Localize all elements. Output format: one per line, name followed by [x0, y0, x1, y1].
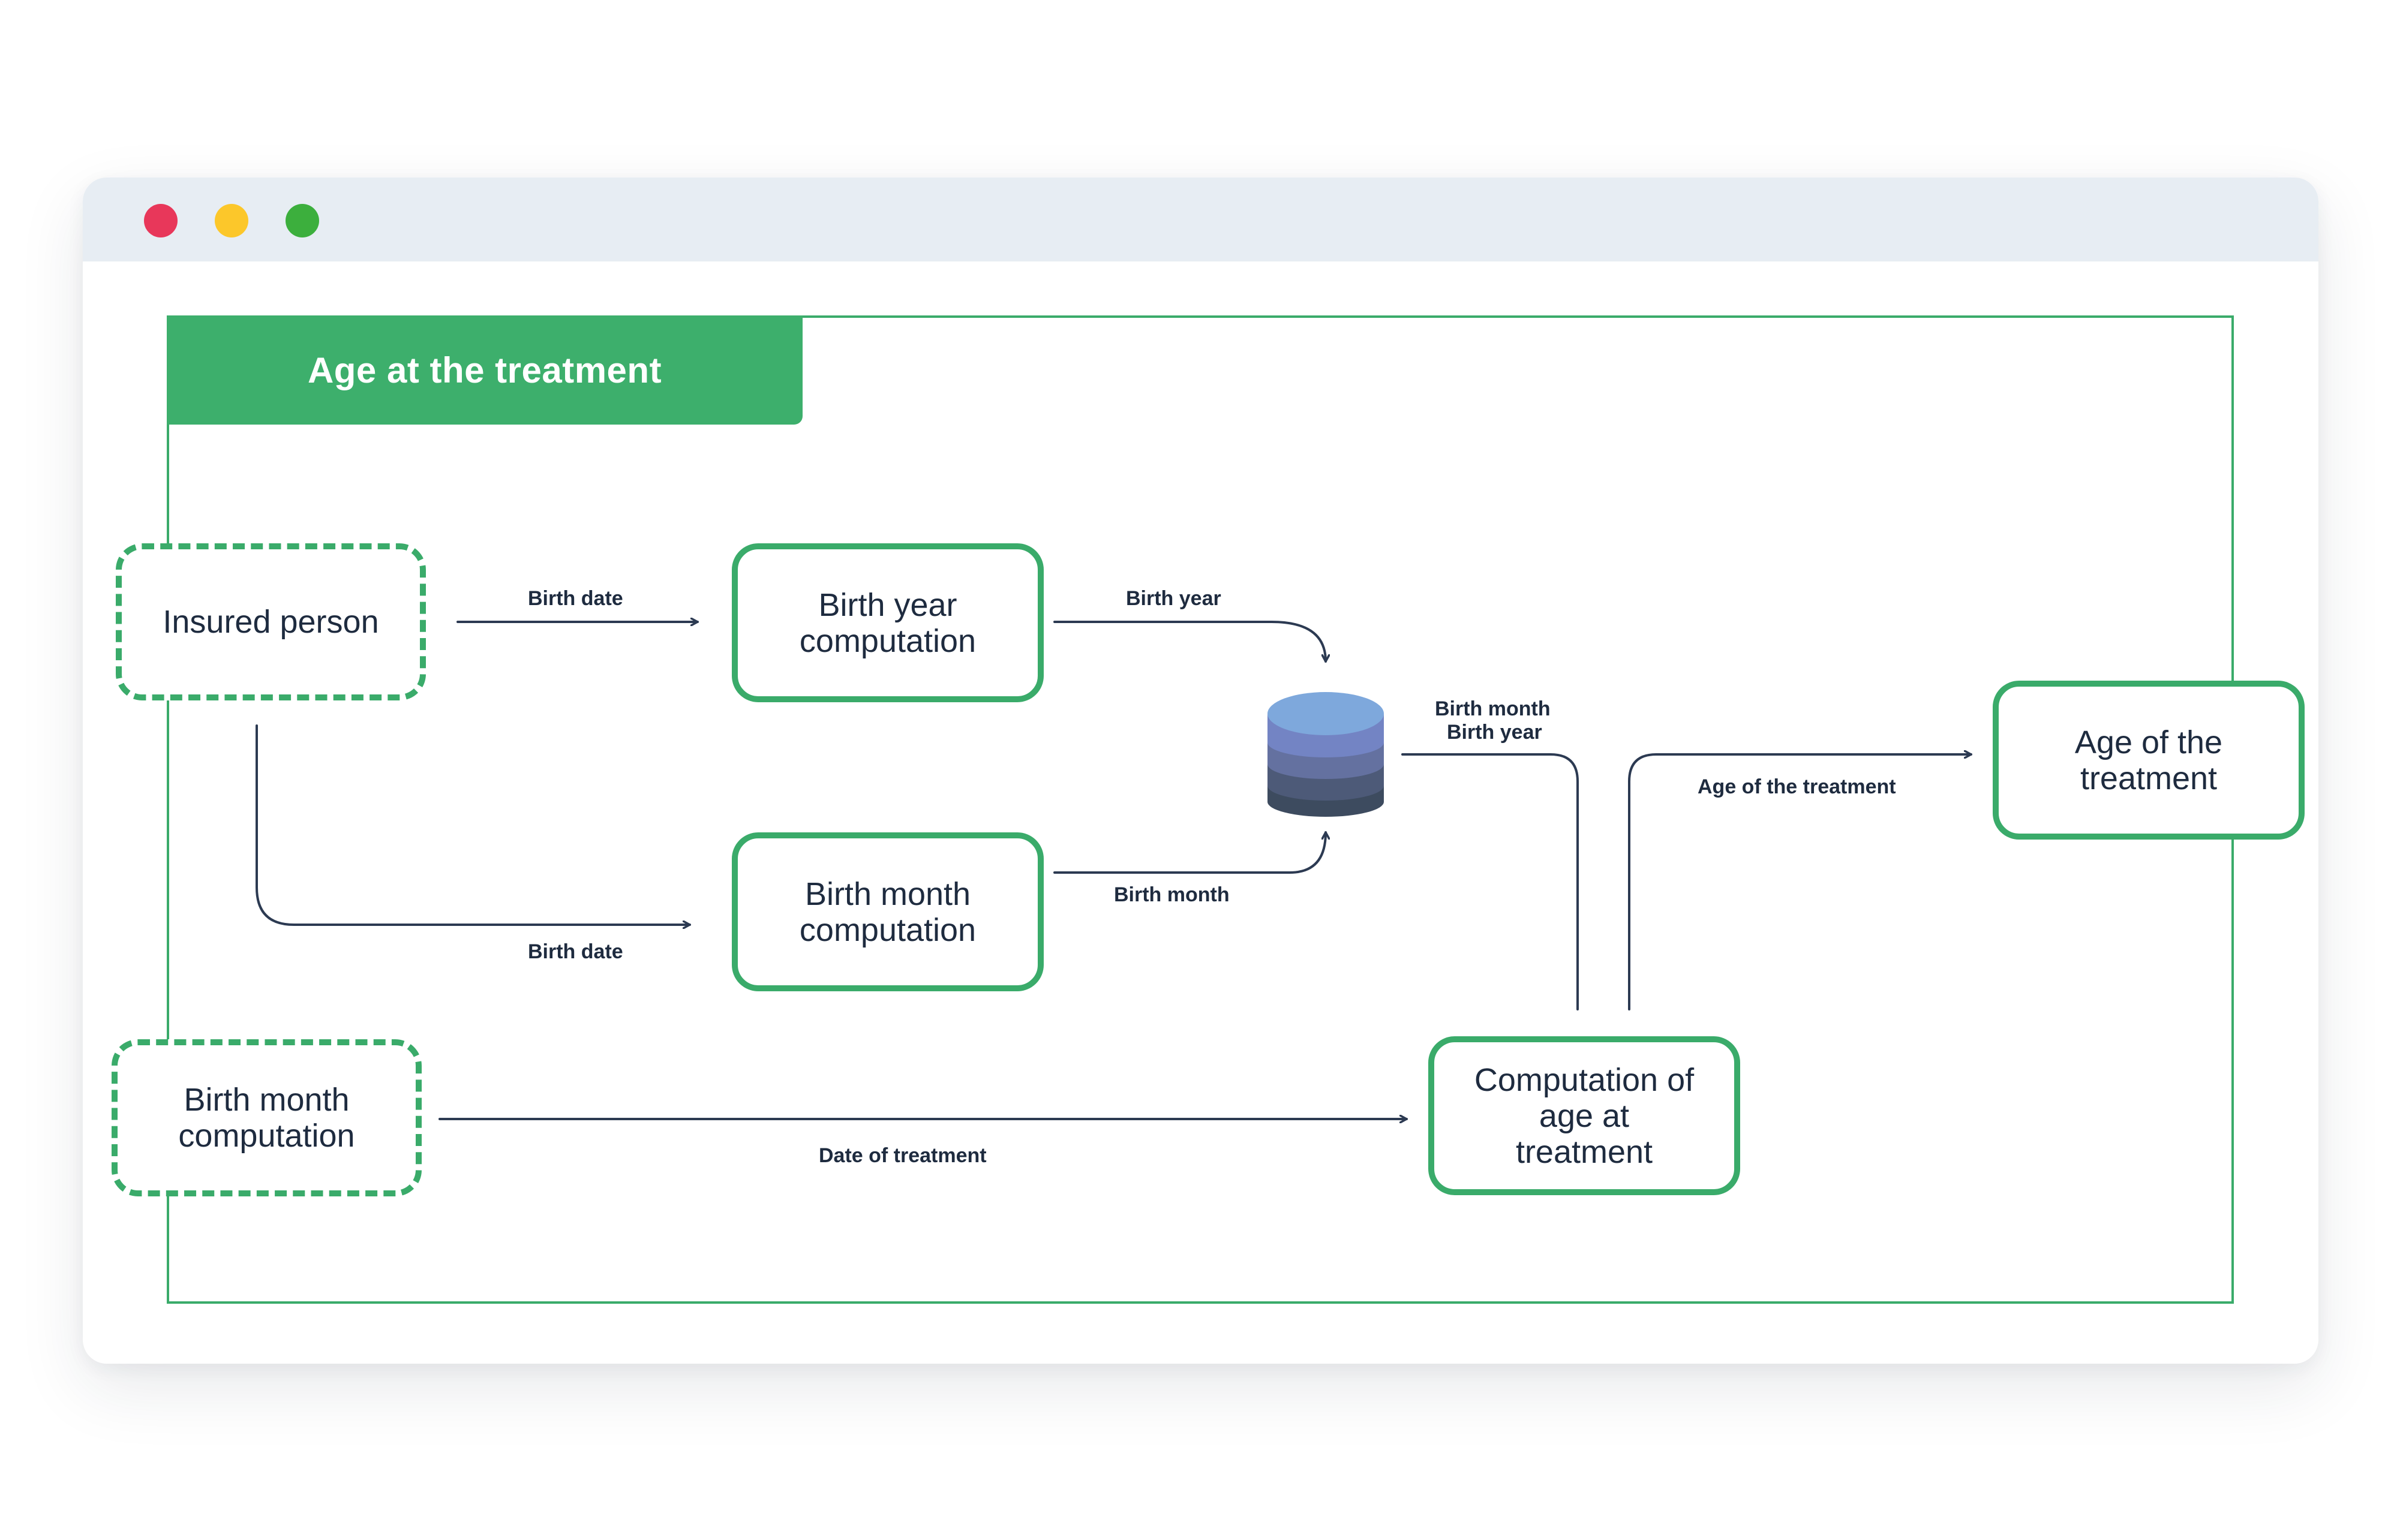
edge-label-insured-to-month: Birth date — [528, 940, 623, 963]
birth-year-computation-line1: Birth year — [818, 586, 957, 623]
insured-person-label: Insured person — [163, 604, 379, 640]
edge-computation-to-result — [1628, 754, 1972, 1010]
computation-of-age-line3: treatment — [1515, 1133, 1653, 1170]
edge-label-insured-to-year: Birth date — [528, 587, 623, 610]
computation-of-age-line1: Computation of — [1474, 1061, 1695, 1098]
age-of-the-treatment-node[interactable]: Age of the treatment — [1993, 681, 2305, 840]
age-of-the-treatment-line1: Age of the — [2074, 724, 2223, 760]
edge-db-to-computation — [1401, 753, 1579, 1010]
birth-month-computation-node[interactable]: Birth month computation — [732, 832, 1044, 991]
edge-month-to-db — [1053, 831, 1326, 874]
birth-month-computation-line1: Birth month — [804, 876, 971, 912]
close-window-button[interactable] — [144, 204, 178, 237]
maximize-window-button[interactable] — [286, 204, 319, 237]
diagram-title: Age at the treatment — [167, 315, 803, 425]
insured-person-node[interactable]: Insured person — [116, 543, 426, 700]
computation-of-age-node[interactable]: Computation of age at treatment — [1428, 1036, 1740, 1195]
birth-month-input-node[interactable]: Birth month computation — [112, 1039, 422, 1196]
edge-label-input-to-computation: Date of treatment — [819, 1144, 987, 1167]
minimize-window-button[interactable] — [215, 204, 248, 237]
edge-label-computation-to-result: Age of the treatment — [1698, 775, 1896, 798]
birth-year-computation-node[interactable]: Birth year computation — [732, 543, 1044, 702]
window-titlebar — [83, 178, 2318, 261]
edge-insured-to-month — [256, 724, 691, 925]
birth-month-computation-line2: computation — [799, 912, 977, 948]
birth-month-input-line2: computation — [178, 1118, 355, 1154]
edge-year-to-db — [1053, 621, 1326, 663]
edge-label-db-line1: Birth month — [1435, 697, 1551, 720]
edge-label-month-to-db: Birth month — [1114, 883, 1230, 906]
birth-year-computation-line2: computation — [799, 622, 977, 659]
computation-of-age-line2: age at — [1539, 1097, 1630, 1134]
database-icon — [1267, 692, 1384, 817]
birth-month-input-line1: Birth month — [184, 1082, 350, 1118]
edge-label-db-line2: Birth year — [1447, 721, 1542, 744]
edge-label-year-to-db: Birth year — [1126, 587, 1221, 610]
age-of-the-treatment-line2: treatment — [2080, 760, 2218, 796]
